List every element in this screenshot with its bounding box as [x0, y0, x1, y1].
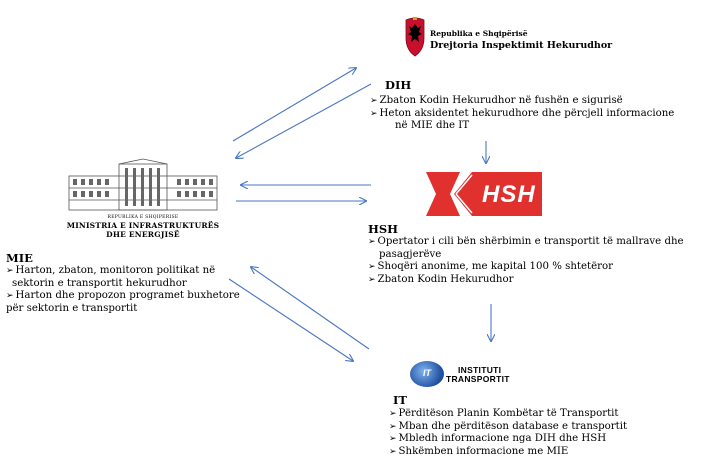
arrow-it-to-mie: [251, 267, 370, 350]
dih-logo: Republika e Shqipërisë Drejtoria Inspekt…: [402, 14, 612, 62]
bullet-icon: ➢: [389, 446, 397, 457]
list-item: ➢Harton, zbaton, monitoron politikat në: [6, 265, 216, 276]
dih-section: DIH: [385, 78, 411, 92]
list-item: ➢Mbledh informacione nga DIH dhe HSH: [389, 433, 607, 444]
list-item: ➢Zbaton Kodin Hekurudhor në fushën e sig…: [370, 95, 623, 106]
double-headed-eagle-icon: [405, 17, 425, 57]
it-logo-line2: TRANSPORTIT: [446, 374, 510, 384]
globe-icon: IT: [410, 361, 444, 387]
mie-logo-line2: MINISTRIA E INFRASTRUKTURËS: [66, 221, 220, 230]
mie-title: MIE: [6, 251, 33, 265]
mie-logo-line3: DHE ENERGJISË: [106, 230, 180, 239]
bullet-icon: ➢: [389, 421, 397, 432]
bullet-icon: ➢: [389, 434, 397, 444]
bullet-icon: ➢: [368, 237, 376, 247]
dih-logo-line2: Drejtoria Inspektimit Hekurudhor: [430, 40, 613, 51]
mie-section: MIE ➢Harton, zbaton, monitoron politikat…: [6, 251, 240, 315]
bullet-icon: ➢: [6, 266, 14, 276]
bullet-icon: ➢: [368, 274, 376, 285]
list-item-continuation: pasagjerëve: [379, 248, 442, 260]
dih-list: ➢Zbaton Kodin Hekurudhor në fushën e sig…: [370, 95, 674, 133]
list-item: ➢Opertator i cili bën shërbimin e transp…: [368, 236, 684, 247]
list-item: ➢Zbaton Kodin Hekurudhor: [368, 273, 514, 285]
bullet-icon: ➢: [6, 291, 14, 301]
list-item: ➢Shoqëri anonime, me kapital 100 % shtet…: [368, 261, 614, 272]
list-item: ➢Përditëson Planin Kombëtar të Transport…: [389, 408, 619, 419]
it-logo-badge: IT: [423, 368, 431, 378]
it-list: ➢Përditëson Planin Kombëtar të Transport…: [389, 408, 627, 458]
hsh-logo-text: HSH: [482, 181, 536, 208]
list-item-continuation: në MIE dhe IT: [395, 120, 470, 131]
it-logo-line1: INSTITUTI: [458, 365, 502, 375]
arrow-mie-to-it: [228, 278, 353, 361]
hsh-title: HSH: [368, 222, 399, 236]
mie-logo: REPUBLIKA E SHQIPERISE MINISTRIA E INFRA…: [63, 158, 223, 239]
list-item: ➢Harton dhe propozon programet buxhetore: [6, 290, 240, 301]
arrow-mie-to-dih: [232, 68, 356, 142]
bullet-icon: ➢: [368, 262, 376, 272]
hsh-logo: HSH: [420, 168, 542, 220]
arrow-dih-to-mie: [236, 83, 372, 158]
bullet-icon: ➢: [389, 409, 397, 419]
hsh-arrow-logo-icon: [426, 172, 542, 216]
hsh-section: HSH ➢Opertator i cili bën shërbimin e tr…: [368, 222, 684, 286]
it-section: IT: [393, 393, 407, 407]
dih-logo-line1: Republika e Shqipërisë: [430, 29, 528, 38]
list-item: ➢Mban dhe përditëson database e transpor…: [389, 420, 628, 432]
list-item-continuation: për sektorin e transportit: [6, 302, 138, 314]
ministry-building-icon: [68, 158, 218, 211]
list-item: ➢Shkëmben informacione me MIE: [389, 445, 569, 457]
it-title: IT: [393, 393, 407, 407]
it-logo: IT INSTITUTI TRANSPORTIT: [410, 359, 540, 389]
bullet-icon: ➢: [370, 96, 378, 106]
list-item-continuation: sektorin e transportit hekurudhor: [12, 277, 187, 289]
list-item: ➢Heton aksidentet hekurudhore dhe përcje…: [370, 107, 675, 119]
mie-logo-line1: REPUBLIKA E SHQIPERISE: [107, 215, 179, 220]
bullet-icon: ➢: [370, 108, 378, 119]
dih-title: DIH: [385, 78, 412, 92]
